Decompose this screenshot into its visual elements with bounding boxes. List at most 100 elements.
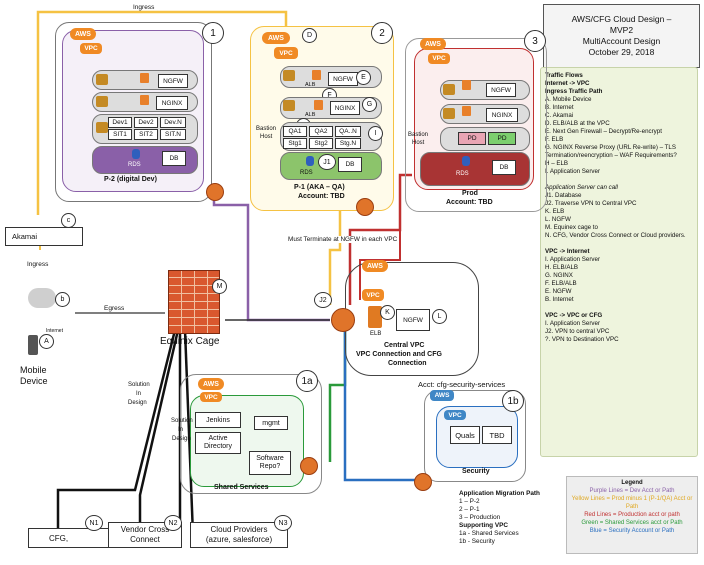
qa-cell: QA1 bbox=[283, 126, 307, 137]
rds-icon bbox=[306, 156, 314, 166]
software-repo-box: Software Repo? bbox=[249, 451, 291, 475]
quals-box: Quals bbox=[450, 426, 480, 444]
vpc-badge: VPC bbox=[444, 410, 466, 420]
legend-yellow: Yellow Lines = Prod minus 1 (P-1/QA) Acc… bbox=[571, 496, 693, 510]
vv-item: J2. VPN to central VPC bbox=[545, 328, 610, 335]
cloud-icon bbox=[28, 288, 56, 308]
dev-cell: SIT1 bbox=[108, 129, 132, 140]
marker-1: 1 bbox=[202, 22, 224, 44]
marker-i: I bbox=[368, 126, 383, 141]
alb-label: ALB bbox=[305, 82, 316, 88]
rds-label: RDS bbox=[128, 162, 141, 168]
db-box: DB bbox=[492, 160, 516, 175]
ingress-left-label: Ingress bbox=[27, 261, 49, 268]
migration-title: Application Migration Path bbox=[459, 490, 540, 497]
device-label: Device bbox=[20, 376, 48, 386]
akamai-box: Akamai bbox=[5, 227, 83, 246]
qa-cell: QA2 bbox=[309, 126, 333, 137]
rds-label: RDS bbox=[456, 171, 469, 177]
title-line-4: October 29, 2018 bbox=[588, 47, 655, 57]
marker-k: K bbox=[380, 305, 395, 320]
alb-label: ALB bbox=[305, 112, 316, 118]
qa-cell: Stg.N bbox=[335, 138, 361, 149]
cloud-providers-box: Cloud Providers (azure, salesforce) bbox=[190, 522, 288, 548]
prod-account-label: Account: TBD bbox=[446, 199, 493, 206]
vpn-lock-icon bbox=[356, 198, 374, 216]
db-box: DB bbox=[338, 157, 362, 172]
vpn-lock-icon bbox=[206, 183, 224, 201]
lock-icon bbox=[283, 70, 295, 81]
cloud-line-1: Cloud Providers bbox=[210, 525, 268, 534]
ingress-item: C. Akamai bbox=[545, 112, 574, 119]
vpn-lock-icon bbox=[414, 473, 432, 491]
supporting-item: 1b - Security bbox=[459, 538, 495, 545]
sol2-in-label: In bbox=[178, 427, 184, 433]
legend-red: Red Lines = Production acct or path bbox=[584, 512, 680, 518]
rds-icon bbox=[132, 149, 140, 159]
mgmt-box: mgmt bbox=[254, 416, 288, 430]
ingress-item: I. Application Server bbox=[545, 168, 601, 175]
marker-m: M bbox=[212, 279, 227, 294]
solution-label: Solution bbox=[128, 382, 150, 388]
marker-d: D bbox=[302, 28, 317, 43]
must-terminate-label: Must Terminate at NGFW in each VPC bbox=[288, 236, 398, 243]
marker-c: c bbox=[61, 213, 76, 228]
title-box: AWS/CFG Cloud Design – MVP2 MultiAccount… bbox=[543, 4, 700, 68]
vi-item: I. Application Server bbox=[545, 256, 601, 263]
legend-purple: Purple Lines = Dev Acct or Path bbox=[589, 488, 675, 494]
repo-line-1: Software bbox=[256, 455, 284, 462]
central-vpc-label: Central VPC bbox=[384, 342, 425, 349]
p1-label: P-1 (AKA – QA) bbox=[294, 184, 345, 191]
p2-label: P-2 (digital Dev) bbox=[104, 176, 157, 183]
lock-icon bbox=[96, 96, 108, 107]
traffic-notes-panel: Traffic Flows Internet -> VPC Ingress Tr… bbox=[540, 67, 698, 457]
internet-label: Internet bbox=[46, 328, 63, 334]
aws-badge: AWS bbox=[362, 260, 388, 272]
prod-label: Prod bbox=[462, 190, 478, 197]
qa-cell: QA..N bbox=[335, 126, 361, 137]
vpc-badge: VPC bbox=[362, 289, 384, 301]
solution-in-label: In bbox=[136, 391, 142, 397]
legend-blue: Blue = Security Account or Path bbox=[589, 528, 675, 534]
marker-n3: N3 bbox=[274, 515, 292, 531]
dev-cell: SIT.N bbox=[160, 129, 186, 140]
ingress-item: H – ELB bbox=[545, 160, 569, 167]
security-pane bbox=[424, 390, 526, 482]
migration-item: 3 – Production bbox=[459, 514, 501, 521]
central-vpc-conn-label: VPC Connection and CFG bbox=[356, 351, 442, 358]
elb-icon bbox=[140, 95, 149, 105]
rds-label: RDS bbox=[300, 170, 313, 176]
ingress-item: B. Internet bbox=[545, 104, 574, 111]
ingress-item: F. ELB bbox=[545, 136, 564, 143]
ingress-item: E. Next Gen Firewall – Decrypt/Re-encryp… bbox=[545, 128, 662, 135]
sol2-design-label: Design bbox=[172, 436, 191, 442]
bastion-label: Bastion bbox=[256, 126, 277, 132]
ingress-item: D. ELB/ALB at the VPC bbox=[545, 120, 610, 127]
legend-green: Green = Shared Services acct or Path bbox=[581, 520, 683, 526]
legend-title: Legend bbox=[621, 480, 643, 486]
alb-icon bbox=[462, 80, 471, 90]
pd-box: PD bbox=[458, 132, 486, 145]
vendor-line-1: Vendor Cross bbox=[120, 525, 170, 534]
ingress-top-label: Ingress bbox=[133, 4, 155, 11]
title-line-2: MVP2 bbox=[609, 25, 634, 35]
mobile-phone-icon bbox=[28, 335, 38, 355]
elb-icon bbox=[462, 106, 471, 116]
vi-item: G. NGINX bbox=[545, 272, 573, 279]
central-vpc-conn-label-2: Connection bbox=[388, 360, 427, 367]
marker-2: 2 bbox=[371, 22, 393, 44]
aws-badge: AWS bbox=[420, 38, 446, 50]
internet-vpc-heading: Internet -> VPC bbox=[545, 80, 590, 87]
vpc-internet-heading: VPC -> Internet bbox=[545, 248, 590, 255]
p2-dev-pane bbox=[55, 22, 212, 202]
marker-e: E bbox=[356, 70, 371, 85]
traffic-flows-heading: Traffic Flows bbox=[545, 72, 583, 79]
marker-1a: 1a bbox=[296, 370, 318, 392]
ad-line-1: Active bbox=[208, 435, 228, 442]
call-item: M. Equinex cage to bbox=[545, 224, 598, 231]
call-item: L. NGFW bbox=[545, 216, 571, 223]
migration-item: 2 – P-1 bbox=[459, 506, 480, 513]
call-item: K. ELB bbox=[545, 208, 565, 215]
legend: Legend Purple Lines = Dev Acct or Path Y… bbox=[566, 476, 698, 554]
call-item: J1. Database bbox=[545, 192, 582, 199]
